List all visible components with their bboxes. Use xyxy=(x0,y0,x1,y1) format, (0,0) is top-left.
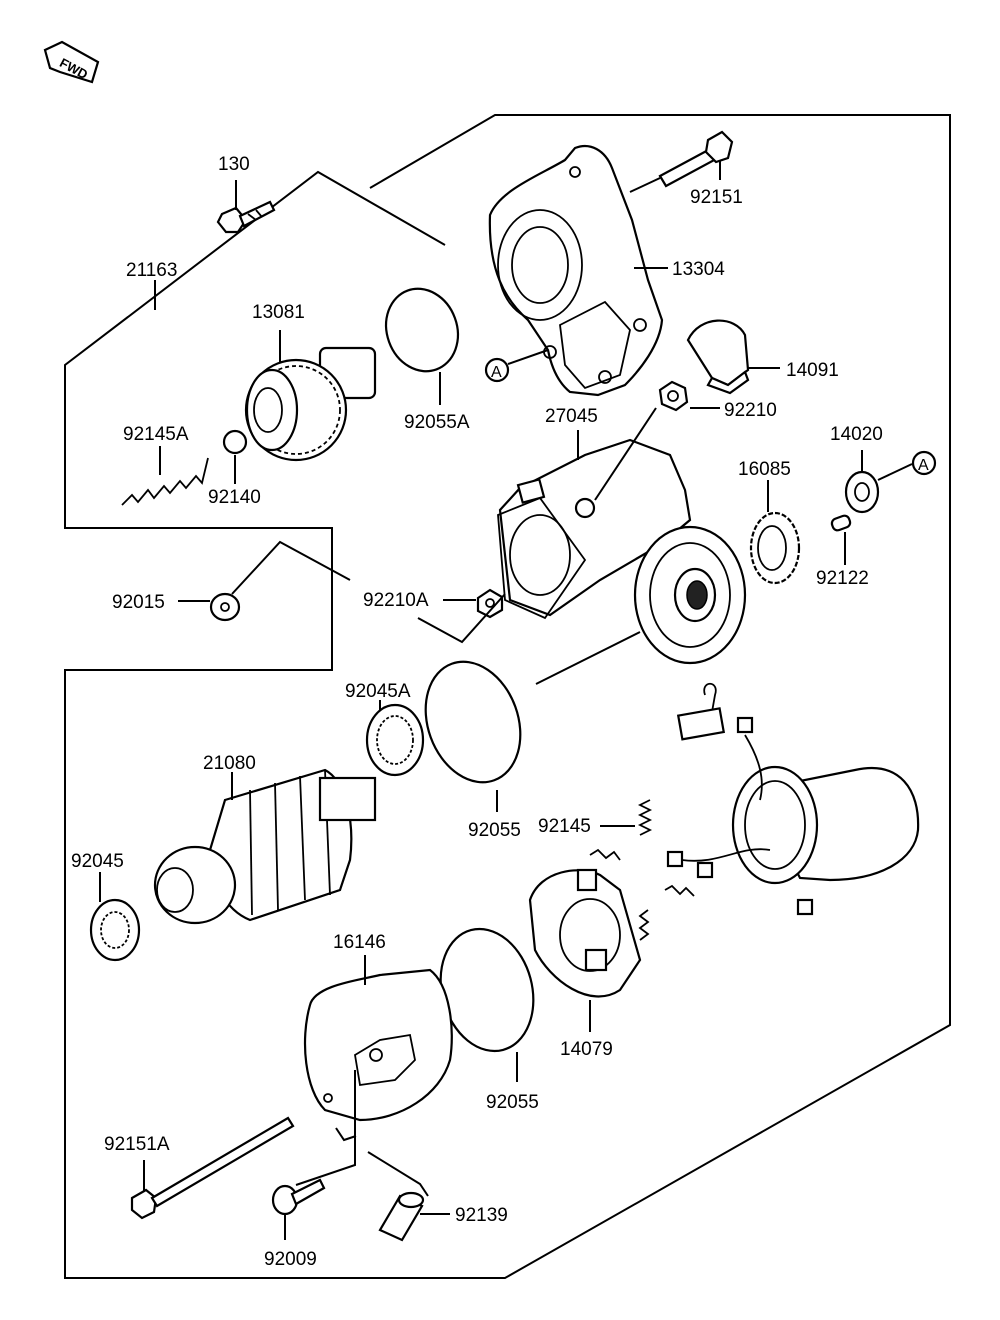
screw-92009 xyxy=(271,1070,356,1240)
label-16146: 16146 xyxy=(333,932,386,953)
label-92139: 92139 xyxy=(455,1205,508,1226)
label-13304: 13304 xyxy=(672,259,725,280)
label-92140: 92140 xyxy=(208,487,261,508)
label-130: 130 xyxy=(218,154,250,175)
label-92145A: 92145A xyxy=(123,424,189,445)
label-92210A: 92210A xyxy=(363,590,429,611)
drive-end-cover xyxy=(535,525,747,685)
label-92015: 92015 xyxy=(112,592,165,613)
solenoid-27045 xyxy=(497,407,692,620)
ref-mark-a-right xyxy=(911,450,937,476)
spring-92145A xyxy=(121,446,209,506)
label-92122: 92122 xyxy=(816,568,869,589)
label-16085: 16085 xyxy=(738,459,791,480)
coupling-14020 xyxy=(844,450,913,514)
springs-92145 xyxy=(589,799,695,941)
housing-13304 xyxy=(488,144,668,397)
label-92055A: 92055A xyxy=(404,412,470,433)
label-92151A: 92151A xyxy=(104,1134,170,1155)
end-cover-16146 xyxy=(303,955,453,1122)
label-27045: 27045 xyxy=(545,406,598,427)
bearing-92045 xyxy=(89,872,141,962)
washer-92015 xyxy=(178,540,351,622)
nut-92210 xyxy=(658,380,689,412)
label-14091: 14091 xyxy=(786,360,839,381)
clutch-13081 xyxy=(244,330,377,462)
label-92055-lower: 92055 xyxy=(486,1092,539,1113)
plug-92139 xyxy=(367,1151,450,1242)
ref-mark-a-left xyxy=(484,357,510,383)
through-bolt-92151A xyxy=(130,1116,357,1220)
label-92151: 92151 xyxy=(690,187,743,208)
label-14020: 14020 xyxy=(830,424,883,445)
bolt-130 xyxy=(216,180,276,234)
pin-92122 xyxy=(830,514,852,532)
boot-14091 xyxy=(686,319,780,395)
label-92009: 92009 xyxy=(264,1249,317,1270)
brush-holder-14079 xyxy=(528,868,642,1032)
label-92045: 92045 xyxy=(71,851,124,872)
ref-mark-a-right-text: A xyxy=(918,457,929,474)
label-92055: 92055 xyxy=(468,820,521,841)
label-92045A: 92045A xyxy=(345,681,411,702)
fwd-arrow-icon: FWD xyxy=(43,40,100,84)
ball-92140 xyxy=(222,429,248,455)
bearing-92045A xyxy=(365,700,425,777)
oring-92055A xyxy=(385,287,459,373)
assembly-boundary xyxy=(64,114,951,1279)
label-92210: 92210 xyxy=(724,400,777,421)
oring-92055-upper xyxy=(424,660,522,784)
gear-16085 xyxy=(749,480,801,585)
ref-mark-a-left-text: A xyxy=(491,364,502,381)
armature-21080 xyxy=(153,768,377,925)
label-21080: 21080 xyxy=(203,753,256,774)
bolt-92151 xyxy=(629,130,734,193)
nut-92210A xyxy=(476,588,504,619)
label-92145: 92145 xyxy=(538,816,591,837)
label-14079: 14079 xyxy=(560,1039,613,1060)
yoke-field-coil xyxy=(666,682,920,916)
label-13081: 13081 xyxy=(252,302,305,323)
label-21163: 21163 xyxy=(126,260,177,281)
